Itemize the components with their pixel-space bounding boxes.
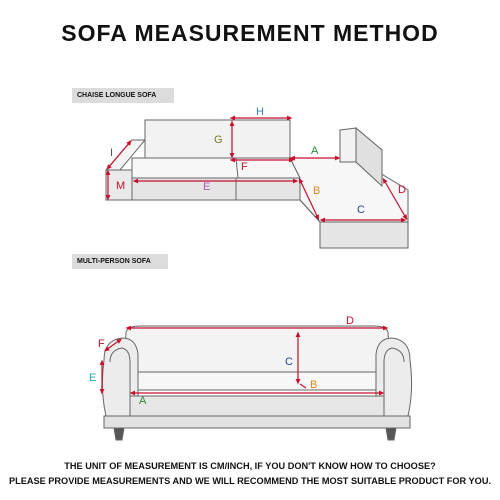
chaise-label-D: D [398, 184, 406, 196]
chaise-label-H: H [256, 106, 264, 118]
chaise-measure-lines [105, 115, 408, 223]
chaise-longue-tag: CHAISE LONGUE SOFA [72, 88, 174, 103]
multi-label-B: B [310, 379, 317, 391]
multi-person-tag: MULTI-PERSON SOFA [72, 254, 168, 269]
multi-measure-lines [99, 325, 389, 396]
page-title: SOFA MEASUREMENT METHOD [61, 20, 439, 46]
chaise-label-C: C [357, 204, 365, 216]
multi-label-E: E [89, 372, 96, 384]
multi-sofa-illustration [101, 325, 413, 441]
chaise-label-I: I [110, 147, 113, 159]
chaise-label-B: B [313, 185, 320, 197]
chaise-label-G: G [214, 134, 223, 146]
chaise-label-A: A [311, 145, 319, 157]
chaise-sofa-illustration [104, 119, 409, 249]
multi-label-F: F [98, 338, 105, 350]
footer-line-1: THE UNIT OF MEASUREMENT IS CM/INCH, IF Y… [64, 461, 436, 471]
chaise-label-E: E [203, 181, 210, 193]
chaise-label-F: F [241, 161, 248, 173]
multi-label-A: A [139, 395, 147, 407]
chaise-label-M: M [116, 180, 125, 192]
multi-label-D: D [346, 315, 354, 327]
multi-label-C: C [285, 356, 293, 368]
footer-line-2: PLEASE PROVIDE MEASUREMENTS AND WE WILL … [8, 476, 492, 486]
